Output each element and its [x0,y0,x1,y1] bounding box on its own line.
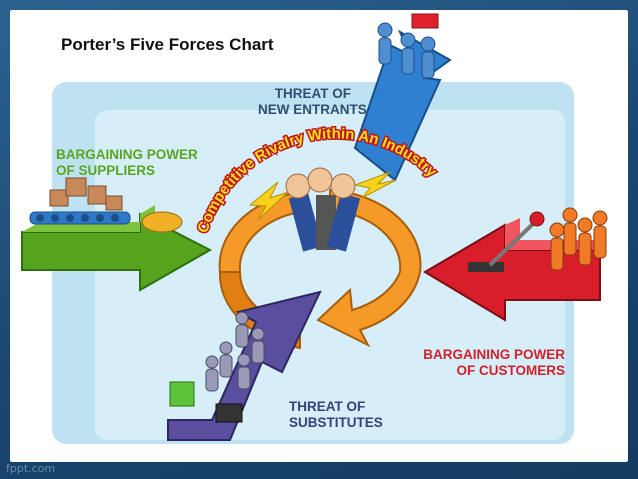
new-entrants-label: THREAT OF NEW ENTRANTS [258,86,367,118]
substitutes-line1: THREAT OF [289,399,366,414]
customers-line2: OF CUSTOMERS [456,363,565,378]
substitutes-label: THREAT OF SUBSTITUTES [289,399,383,431]
lightning-left-icon [248,181,289,221]
substitutes-line2: SUBSTITUTES [289,415,383,430]
new-entrants-line1: THREAT OF [274,86,351,101]
suppliers-line2: OF SUPPLIERS [56,163,156,178]
substitutes-people-icon [205,311,265,392]
entrants-people-icon [377,13,439,79]
suppliers-arrow [21,177,213,292]
page-title: Porter’s Five Forces Chart [61,35,274,54]
rivalry-fists-icon [285,167,361,252]
customers-people-icon [549,207,608,271]
lightning-right-icon [353,171,397,199]
suppliers-label: BARGAINING POWER OF SUPPLIERS [56,147,198,179]
customers-line1: BARGAINING POWER [423,347,565,362]
suppliers-line1: BARGAINING POWER [56,147,198,162]
new-entrants-line2: NEW ENTRANTS [258,102,367,117]
watermark: fppt.com [6,462,56,475]
customers-label: BARGAINING POWER OF CUSTOMERS [405,347,565,379]
